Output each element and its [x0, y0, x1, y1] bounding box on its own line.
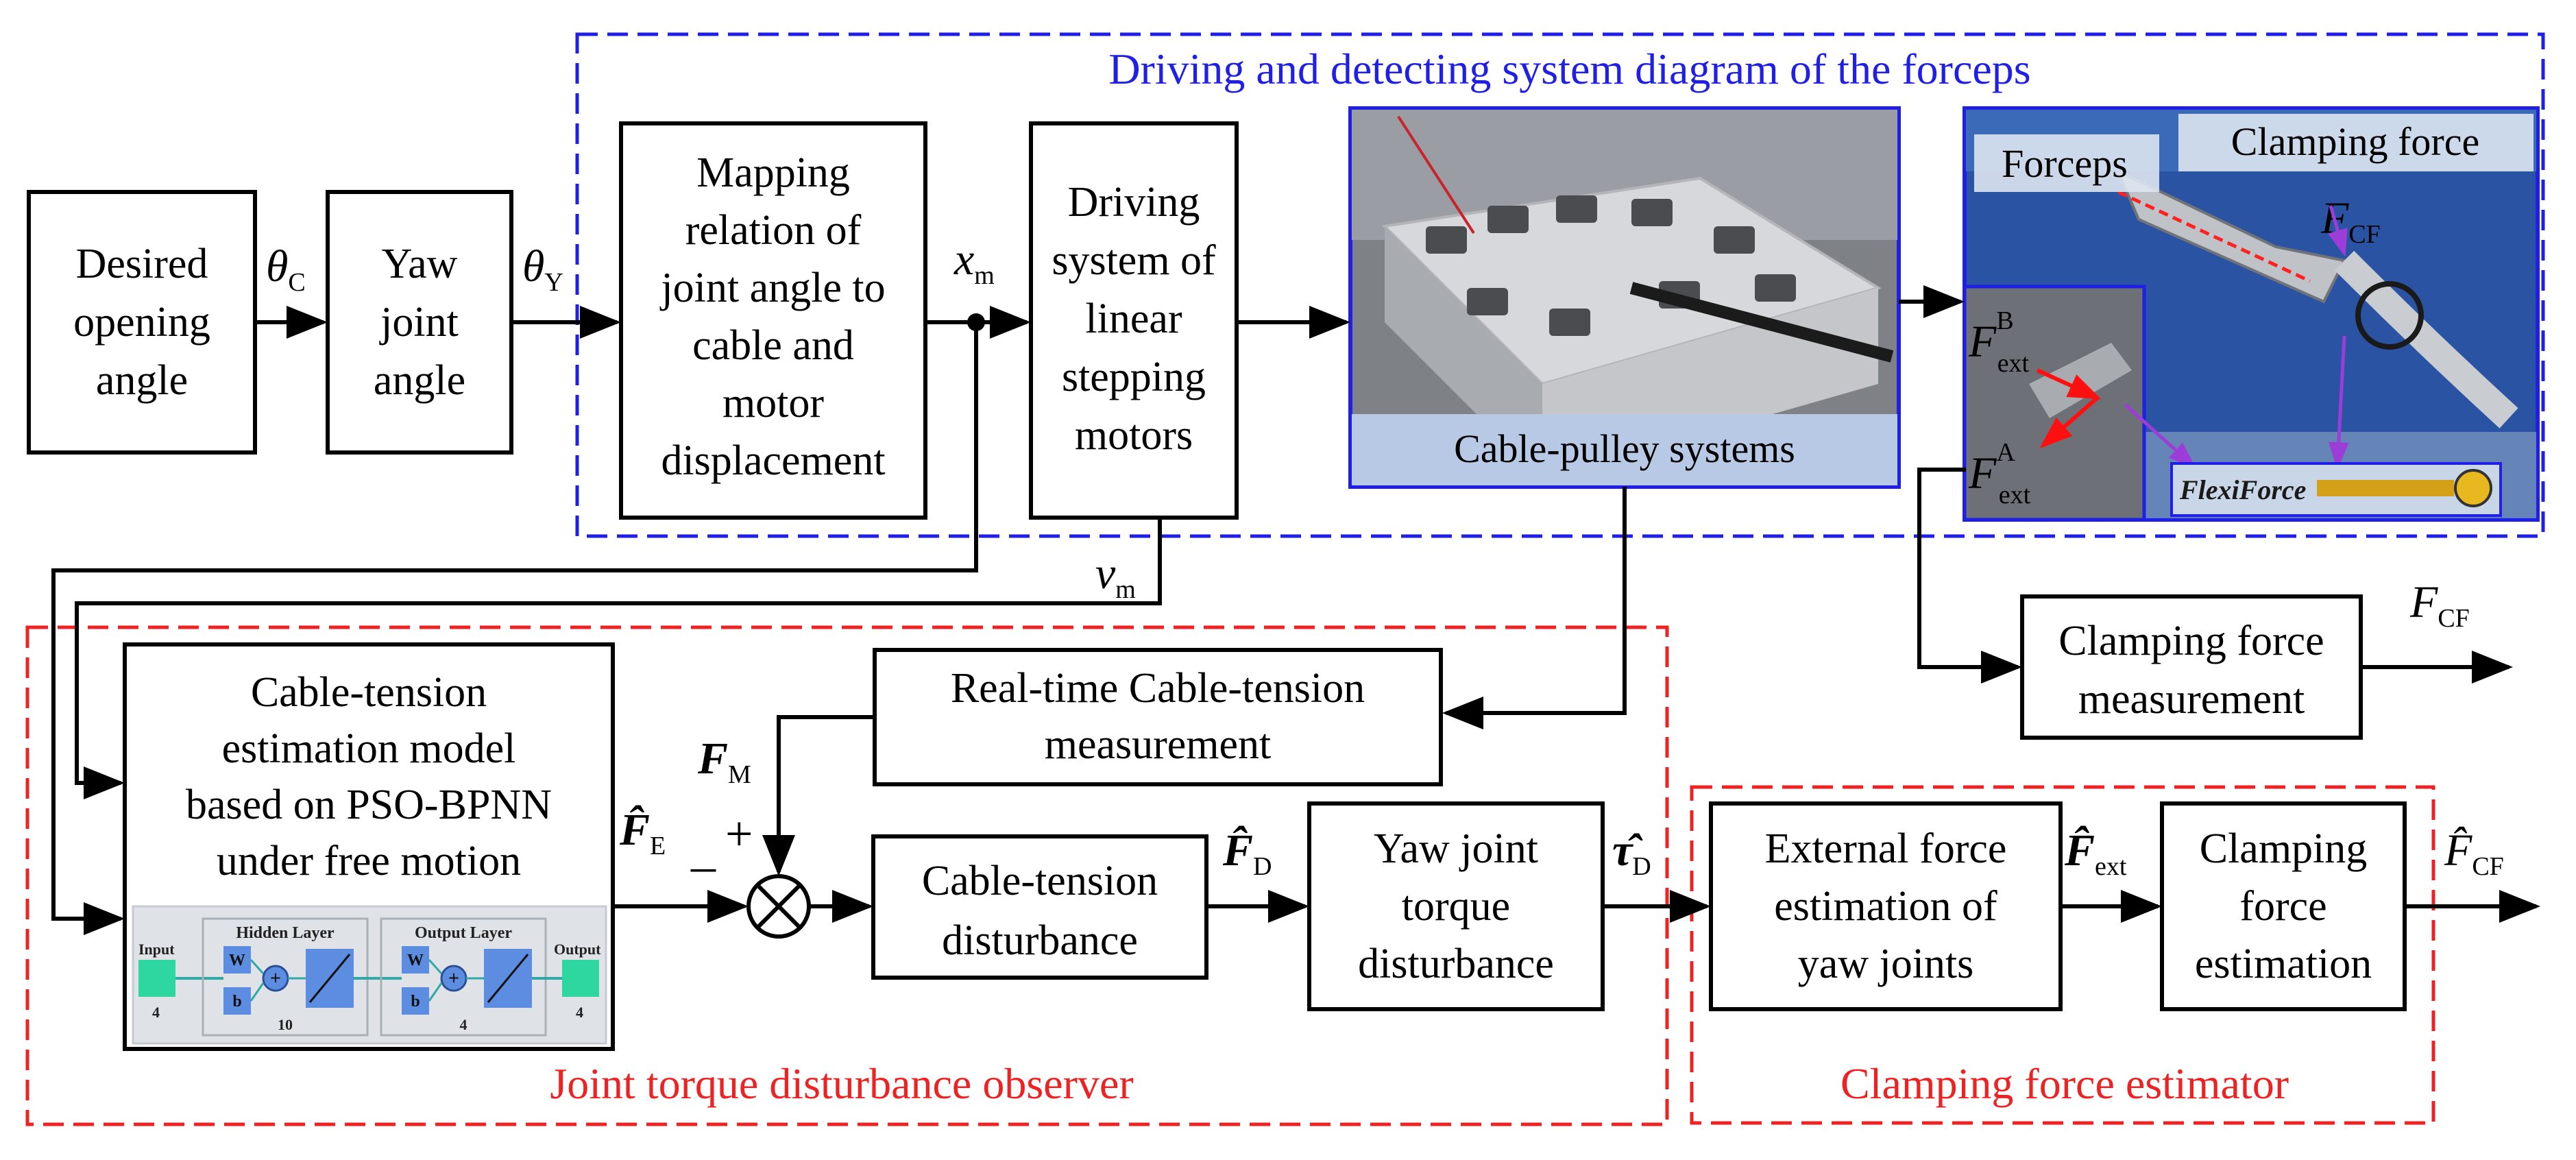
flexiforce-label: FlexiForce — [2179, 474, 2306, 505]
f-m-label: FM — [697, 734, 751, 789]
cable-pulley-photo: Cable-pulley systems — [1348, 106, 1901, 489]
summing-junction — [746, 874, 811, 939]
svg-text:External force: External force — [1765, 825, 2007, 872]
svg-text:torque: torque — [1402, 883, 1510, 930]
svg-text:Cable-tension: Cable-tension — [251, 669, 487, 716]
svg-text:Clamping force: Clamping force — [2058, 618, 2324, 664]
svg-text:stepping: stepping — [1062, 354, 1206, 400]
svg-text:W: W — [229, 952, 245, 969]
desired-opening-angle-block: Desired opening angle — [27, 190, 257, 455]
wire-xm-to-model — [51, 322, 978, 935]
svg-text:4: 4 — [152, 1004, 160, 1021]
svg-text:W: W — [407, 952, 424, 969]
svg-text:under free motion: under free motion — [217, 838, 521, 884]
driving-system-title: Driving and detecting system diagram of … — [1108, 45, 2030, 93]
external-force-estimation-block: External force estimation of yaw joints — [1709, 801, 2063, 1011]
svg-text:cable and: cable and — [692, 322, 854, 369]
svg-text:estimation: estimation — [2195, 941, 2372, 987]
estimator-title: Clamping force estimator — [1840, 1059, 2289, 1108]
svg-text:measurement: measurement — [2078, 676, 2305, 723]
observer-title: Joint torque disturbance observer — [550, 1059, 1133, 1108]
svg-text:joint: joint — [379, 299, 459, 346]
svg-text:angle: angle — [374, 357, 465, 404]
yaw-joint-angle-block: Yaw joint angle — [326, 190, 513, 455]
plus-sign: + — [725, 806, 753, 861]
svg-text:Input: Input — [138, 941, 175, 958]
svg-text:based on PSO-BPNN: based on PSO-BPNN — [186, 782, 552, 828]
observer-frame — [25, 625, 1669, 1126]
pso-bpnn-network-diagram: Input 4 Hidden Layer W b + 10 Output Lay… — [132, 905, 607, 1045]
clamping-force-label: Clamping force — [2231, 119, 2479, 164]
svg-text:4: 4 — [460, 1016, 467, 1033]
f-e-hat-label: F̂E — [619, 805, 666, 860]
svg-text:Driving: Driving — [1068, 179, 1200, 226]
v-m-label: vm — [1095, 548, 1136, 604]
svg-text:motor: motor — [722, 380, 824, 426]
svg-text:motors: motors — [1075, 412, 1193, 459]
svg-text:b: b — [232, 993, 241, 1011]
f-cf-hat-label: F̂CF — [2444, 825, 2504, 881]
svg-text:yaw joints: yaw joints — [1798, 941, 1974, 987]
svg-text:system of: system of — [1052, 237, 1216, 284]
svg-text:+: + — [448, 968, 459, 989]
svg-text:estimation of: estimation of — [1774, 883, 1997, 930]
svg-text:10: 10 — [278, 1016, 293, 1033]
wire-vm-to-model — [75, 518, 1162, 799]
clamping-force-estimation-block: Clamping force estimation — [2160, 801, 2407, 1011]
svg-text:measurement: measurement — [1045, 721, 1272, 768]
yaw-torque-disturbance-block: Yaw joint torque disturbance — [1307, 801, 1605, 1011]
cable-pulley-label: Cable-pulley systems — [1454, 426, 1795, 471]
svg-text:b: b — [411, 993, 420, 1011]
svg-text:disturbance: disturbance — [1358, 941, 1554, 987]
svg-text:Clamping: Clamping — [2200, 825, 2368, 872]
svg-text:disturbance: disturbance — [942, 917, 1138, 964]
svg-text:+: + — [270, 968, 281, 989]
wire-fm-to-sum — [762, 715, 875, 876]
svg-text:force: force — [2239, 883, 2326, 930]
svg-text:linear: linear — [1085, 295, 1182, 342]
theta-c-label: θC — [266, 241, 306, 297]
svg-text:joint angle to: joint angle to — [659, 265, 885, 311]
realtime-tension-measurement-block: Real-time Cable-tension measurement — [873, 648, 1443, 786]
svg-text:Desired: Desired — [76, 241, 208, 287]
f-d-hat-label: F̂D — [1222, 825, 1272, 881]
svg-text:Output Layer: Output Layer — [415, 924, 512, 942]
driving-system-frame — [575, 32, 2545, 538]
forceps-label: Forceps — [2002, 141, 2128, 186]
mapping-relation-block: Mapping relation of joint angle to cable… — [619, 121, 927, 520]
f-ext-hat-label: F̂ext — [2064, 825, 2127, 881]
svg-text:relation of: relation of — [685, 207, 862, 254]
svg-text:displacement: displacement — [661, 437, 885, 484]
svg-text:Yaw: Yaw — [382, 241, 458, 287]
x-m-label: xm — [953, 234, 995, 290]
svg-text:Hidden Layer: Hidden Layer — [236, 924, 335, 942]
clamping-force-measurement-block: Clamping force measurement — [2020, 594, 2363, 740]
tau-d-hat-label: τ̂D — [1612, 825, 1651, 881]
svg-text:Yaw joint: Yaw joint — [1374, 825, 1538, 872]
svg-text:4: 4 — [576, 1004, 583, 1021]
svg-text:estimation model: estimation model — [222, 725, 516, 772]
minus-sign: _ — [690, 821, 716, 876]
svg-text:Mapping: Mapping — [696, 149, 850, 196]
cable-tension-disturbance-block: Cable-tension disturbance — [871, 834, 1208, 980]
wire-pulley-to-realtime — [1442, 487, 1627, 729]
svg-text:angle: angle — [96, 357, 188, 404]
svg-text:Output: Output — [554, 941, 601, 958]
theta-y-label: θY — [522, 241, 563, 297]
svg-text:Real-time Cable-tension: Real-time Cable-tension — [951, 665, 1365, 712]
driving-motors-block: Driving system of linear stepping motors — [1029, 121, 1239, 520]
estimator-frame — [1690, 785, 2435, 1125]
svg-text:opening: opening — [73, 299, 210, 346]
svg-text:Cable-tension: Cable-tension — [922, 858, 1158, 904]
f-cf-measured-label: FCF — [2409, 577, 2470, 633]
wire-sensor-to-measurement — [1917, 468, 2022, 684]
